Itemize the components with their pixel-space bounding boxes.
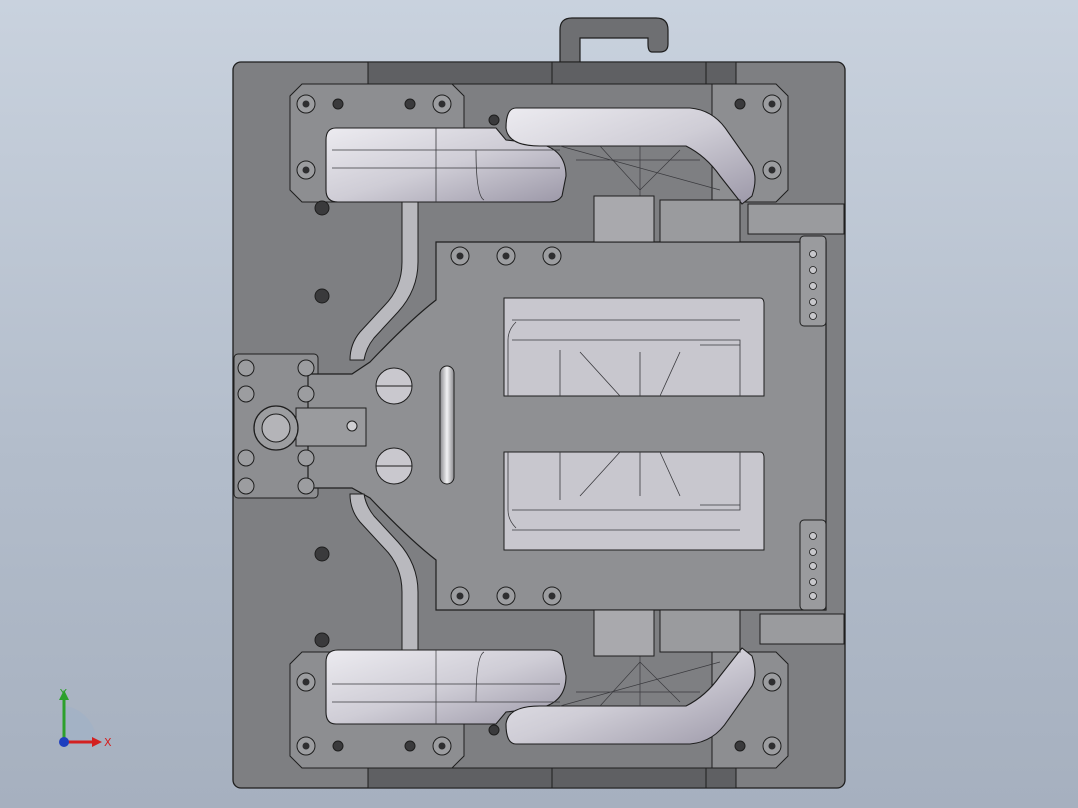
molded-part-upper-left[interactable] (325, 127, 567, 203)
x-axis-label: X (104, 736, 112, 749)
guide-bar-upper (349, 201, 419, 361)
coordinate-triad-icon: Y X (59, 687, 112, 749)
plate-window-upper (503, 297, 765, 397)
molded-part-lower-right[interactable] (505, 647, 756, 745)
z-axis-dot (59, 737, 69, 747)
latch-block-top[interactable] (747, 203, 845, 235)
lifting-hook (559, 17, 669, 67)
plate-window-lower (503, 451, 765, 551)
latch-block-bottom[interactable] (759, 613, 845, 645)
y-axis-label: Y (59, 687, 67, 700)
molded-part-lower-left[interactable] (325, 649, 567, 725)
guide-bar-lower (349, 493, 419, 651)
center-pin (439, 365, 455, 485)
molded-part-upper-right[interactable] (505, 107, 756, 205)
